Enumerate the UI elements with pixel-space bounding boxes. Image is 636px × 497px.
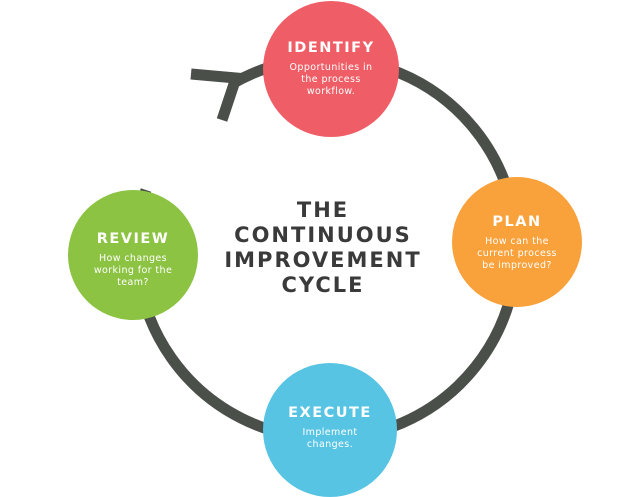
plan-step: PLAN How can the current process be impr… xyxy=(452,177,582,307)
plan-title: PLAN xyxy=(492,214,542,230)
review-step: REVIEW How changes working for the team? xyxy=(68,190,198,320)
identify-title: IDENTIFY xyxy=(287,40,375,56)
center-title-line-2: CONTINUOUS xyxy=(234,223,412,247)
execute-step: EXECUTE Implement changes. xyxy=(263,363,397,497)
review-title: REVIEW xyxy=(96,231,170,247)
execute-title: EXECUTE xyxy=(288,405,372,421)
center-title-line-1: THE xyxy=(296,198,350,222)
center-title-line-4: CYCLE xyxy=(281,273,365,297)
plan-description: How can the current process be improved? xyxy=(477,236,557,271)
identify-description: Opportunities in the process workflow. xyxy=(289,62,373,97)
center-title: THE CONTINUOUS IMPROVEMENT CYCLE xyxy=(218,198,428,298)
execute-description: Implement changes. xyxy=(302,427,358,450)
center-title-line-3: IMPROVEMENT xyxy=(224,248,422,272)
identify-step: IDENTIFY Opportunities in the process wo… xyxy=(263,1,399,137)
review-description: How changes working for the team? xyxy=(93,253,173,288)
arrow-head-icon xyxy=(190,68,244,122)
